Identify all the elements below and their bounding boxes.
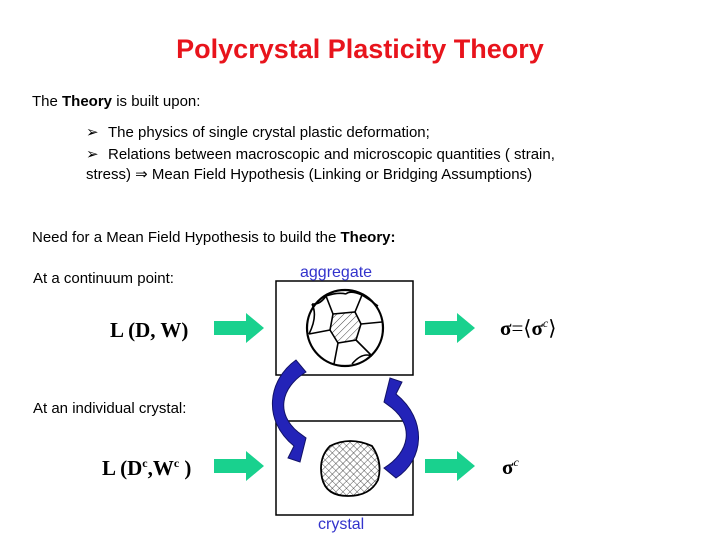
aggregate-label: aggregate xyxy=(300,264,373,281)
eq-sign: = xyxy=(511,316,524,340)
eq-crystal-pre: L (D xyxy=(102,456,143,480)
eq-continuum: L (D, W) xyxy=(110,318,189,342)
sigma-sup: c xyxy=(542,316,549,330)
bullet-2-cont-post: Mean Field Hypothesis (Linking or Bridgi… xyxy=(147,166,533,183)
sigma-rhs: σ xyxy=(531,316,543,340)
eq-crystal-sup1: c xyxy=(142,456,148,470)
slide-title: Polycrystal Plasticity Theory xyxy=(176,34,544,64)
continuum-label: At a continuum point: xyxy=(33,270,174,287)
bullet-1-text: The physics of single crystal plastic de… xyxy=(108,124,430,141)
intro-bold: Theory xyxy=(62,93,113,110)
eq-sigma-average: σ=⟨σc⟩ xyxy=(500,316,556,341)
green-arrow-icon xyxy=(425,313,475,343)
eq-crystal: L (Dc,Wc ) xyxy=(102,456,191,481)
blue-arrow-down-icon xyxy=(271,359,307,463)
eq-sigma-c: σc xyxy=(502,455,519,480)
aggregate-grains-icon xyxy=(305,288,385,368)
green-arrow-icon xyxy=(214,313,264,343)
eq-crystal-sup2: c xyxy=(173,456,180,470)
need-line: Need for a Mean Field Hypothesis to buil… xyxy=(32,228,396,248)
angle-open: ⟨ xyxy=(523,316,532,340)
sigma-lhs: σ xyxy=(500,316,512,340)
green-arrow-icon xyxy=(425,451,475,481)
sigma-c: σ xyxy=(502,455,514,479)
intro-suffix: is built upon: xyxy=(112,93,201,110)
eq-crystal-mid: ,W xyxy=(147,456,174,480)
bullet-arrow-icon: ➢ xyxy=(86,146,99,163)
bullet-arrow-icon: ➢ xyxy=(86,124,99,141)
need-text: Need for a Mean Field Hypothesis to buil… xyxy=(32,229,341,246)
crystal-box-label: crystal xyxy=(318,516,365,533)
intro-line: The Theory is built upon: xyxy=(32,92,200,112)
crystal-label: At an individual crystal: xyxy=(33,400,187,417)
bullet-2-cont-pre: stress) xyxy=(86,166,136,183)
blue-arrow-up-icon xyxy=(383,377,419,479)
eq-crystal-post: ) xyxy=(179,456,192,480)
bullet-2-text: Relations between macroscopic and micros… xyxy=(108,146,555,163)
implies-arrow-icon: ⇒ xyxy=(135,167,148,183)
angle-close: ⟩ xyxy=(548,316,557,340)
intro-prefix: The xyxy=(32,93,63,110)
crystal-grain-icon xyxy=(320,440,381,497)
bullet-2-continuation: stress) ⇒ Mean Field Hypothesis (Linking… xyxy=(86,165,532,185)
bullet-1: ➢ The physics of single crystal plastic d… xyxy=(86,123,430,143)
need-bold: Theory: xyxy=(340,229,396,246)
green-arrow-icon xyxy=(214,451,264,481)
sigma-c-sup: c xyxy=(513,455,519,469)
bullet-2: ➢ Relations between macroscopic and micro… xyxy=(86,145,555,165)
